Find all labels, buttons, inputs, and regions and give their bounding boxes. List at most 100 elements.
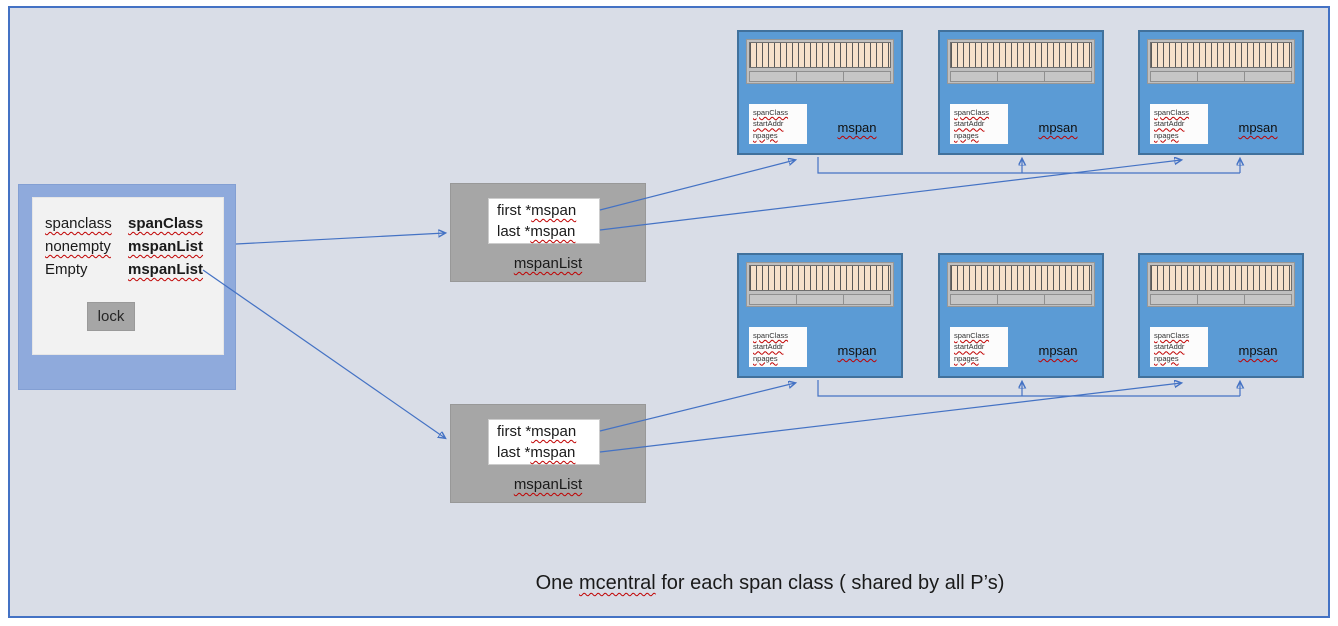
cell	[1150, 71, 1198, 82]
allocation-bitmap	[950, 265, 1092, 291]
cell	[749, 71, 797, 82]
mspan-node-label-text: mpsan	[1038, 120, 1078, 135]
page-cells	[749, 294, 891, 305]
mcentral-row-empty: Empty mspanList	[45, 258, 223, 281]
cell	[1044, 71, 1092, 82]
mspan-node-5: spanClass startAddr npages mpsan	[938, 253, 1104, 378]
mspan-bitmap-band	[1147, 39, 1295, 84]
field-startaddr: startAddr	[753, 119, 784, 129]
page-cells	[950, 294, 1092, 305]
field-spanclass: spanClass	[1154, 108, 1190, 117]
last-pointer: last *mspan	[497, 442, 599, 463]
mspanlist-label-text: mspanList	[513, 476, 583, 493]
mspan-fields-box: spanClass startAddr npages	[749, 104, 807, 144]
lock-field: lock	[87, 302, 135, 331]
field-startaddr: startAddr	[753, 342, 784, 352]
empty-type: mspanList	[128, 261, 204, 278]
last-pointer-type: mspan	[530, 444, 576, 461]
page-cells	[1150, 294, 1292, 305]
mspan-fields-box: spanClass startAddr npages	[1150, 104, 1208, 144]
last-pointer-prefix: last *	[497, 444, 531, 461]
mspanlist-empty-box: first *mspan last *mspan mspanList	[450, 404, 646, 503]
cell	[1150, 294, 1198, 305]
mspan-fields-box: spanClass startAddr npages	[950, 104, 1008, 144]
mspan-bitmap-band	[746, 262, 894, 307]
mspanlist-nonempty-box: first *mspan last *mspan mspanList	[450, 183, 646, 282]
mspan-node-label-text: mpsan	[1238, 343, 1278, 358]
allocation-bitmap	[749, 42, 891, 68]
mspan-node-6: spanClass startAddr npages mpsan	[1138, 253, 1304, 378]
mspanlist-label: mspanList	[451, 255, 645, 272]
field-npages: npages	[753, 130, 778, 140]
cell	[1044, 294, 1092, 305]
first-pointer: first *mspan	[497, 421, 599, 442]
first-pointer-type: mspan	[531, 423, 577, 440]
cell	[1197, 294, 1245, 305]
first-pointer-prefix: first *	[497, 202, 532, 219]
mspan-node-label-text: mpsan	[1238, 120, 1278, 135]
cell	[1244, 71, 1292, 82]
cell	[796, 294, 844, 305]
mspan-fields-box: spanClass startAddr npages	[950, 327, 1008, 367]
last-pointer: last *mspan	[497, 221, 599, 242]
allocation-bitmap	[749, 265, 891, 291]
caption-mcentral: mcentral	[578, 572, 656, 594]
first-pointer-type: mspan	[531, 202, 577, 219]
caption-suffix: for each span class ( shared by all P’s)	[655, 572, 1005, 594]
mspan-node-label-text: mpsan	[1038, 343, 1078, 358]
empty-label: Empty	[45, 261, 88, 278]
cell	[1197, 71, 1245, 82]
page-cells	[950, 71, 1092, 82]
mspan-node-label: mpsan	[1018, 343, 1098, 358]
mspan-node-4: spanClass startAddr npages mspan	[737, 253, 903, 378]
field-spanclass: spanClass	[954, 108, 990, 117]
allocation-bitmap	[1150, 265, 1292, 291]
field-spanclass: spanClass	[753, 108, 789, 117]
mcentral-box: spanclass spanClass nonempty mspanList E…	[18, 184, 236, 390]
mspanlist-label: mspanList	[451, 476, 645, 493]
mspan-bitmap-band	[947, 262, 1095, 307]
mspan-node-label: mpsan	[1218, 343, 1298, 358]
field-startaddr: startAddr	[1154, 342, 1185, 352]
mcentral-fields: spanclass spanClass nonempty mspanList E…	[32, 197, 224, 355]
field-spanclass: spanClass	[954, 331, 990, 340]
field-spanclass: spanClass	[753, 331, 789, 340]
spanclass-type: spanClass	[128, 215, 204, 232]
cell	[843, 294, 891, 305]
field-npages: npages	[1154, 353, 1179, 363]
mspanlist-label-text: mspanList	[513, 255, 583, 272]
page-cells	[1150, 71, 1292, 82]
mspan-node-3: spanClass startAddr npages mpsan	[1138, 30, 1304, 155]
cell	[950, 71, 998, 82]
mspan-bitmap-band	[1147, 262, 1295, 307]
caption-prefix: One	[535, 572, 579, 594]
mspan-fields-box: spanClass startAddr npages	[1150, 327, 1208, 367]
cell	[997, 71, 1045, 82]
field-startaddr: startAddr	[954, 119, 985, 129]
mspan-bitmap-band	[947, 39, 1095, 84]
mspan-node-label: mpsan	[1018, 120, 1098, 135]
field-startaddr: startAddr	[954, 342, 985, 352]
field-npages: npages	[954, 130, 979, 140]
last-pointer-type: mspan	[530, 223, 576, 240]
mspan-node-2: spanClass startAddr npages mpsan	[938, 30, 1104, 155]
cell	[950, 294, 998, 305]
allocation-bitmap	[1150, 42, 1292, 68]
field-npages: npages	[1154, 130, 1179, 140]
mcentral-row-spanclass: spanclass spanClass	[45, 212, 223, 235]
cell	[843, 71, 891, 82]
pointer-box-empty: first *mspan last *mspan	[488, 419, 600, 465]
cell	[796, 71, 844, 82]
caption: One mcentral for each span class ( share…	[440, 572, 1100, 595]
spanclass-label: spanclass	[45, 215, 112, 232]
mcentral-row-nonempty: nonempty mspanList	[45, 235, 223, 258]
nonempty-type: mspanList	[128, 238, 204, 255]
cell	[1244, 294, 1292, 305]
mspan-fields-box: spanClass startAddr npages	[749, 327, 807, 367]
field-npages: npages	[753, 353, 778, 363]
cell	[749, 294, 797, 305]
nonempty-label: nonempty	[45, 238, 111, 255]
field-spanclass: spanClass	[1154, 331, 1190, 340]
cell	[997, 294, 1045, 305]
